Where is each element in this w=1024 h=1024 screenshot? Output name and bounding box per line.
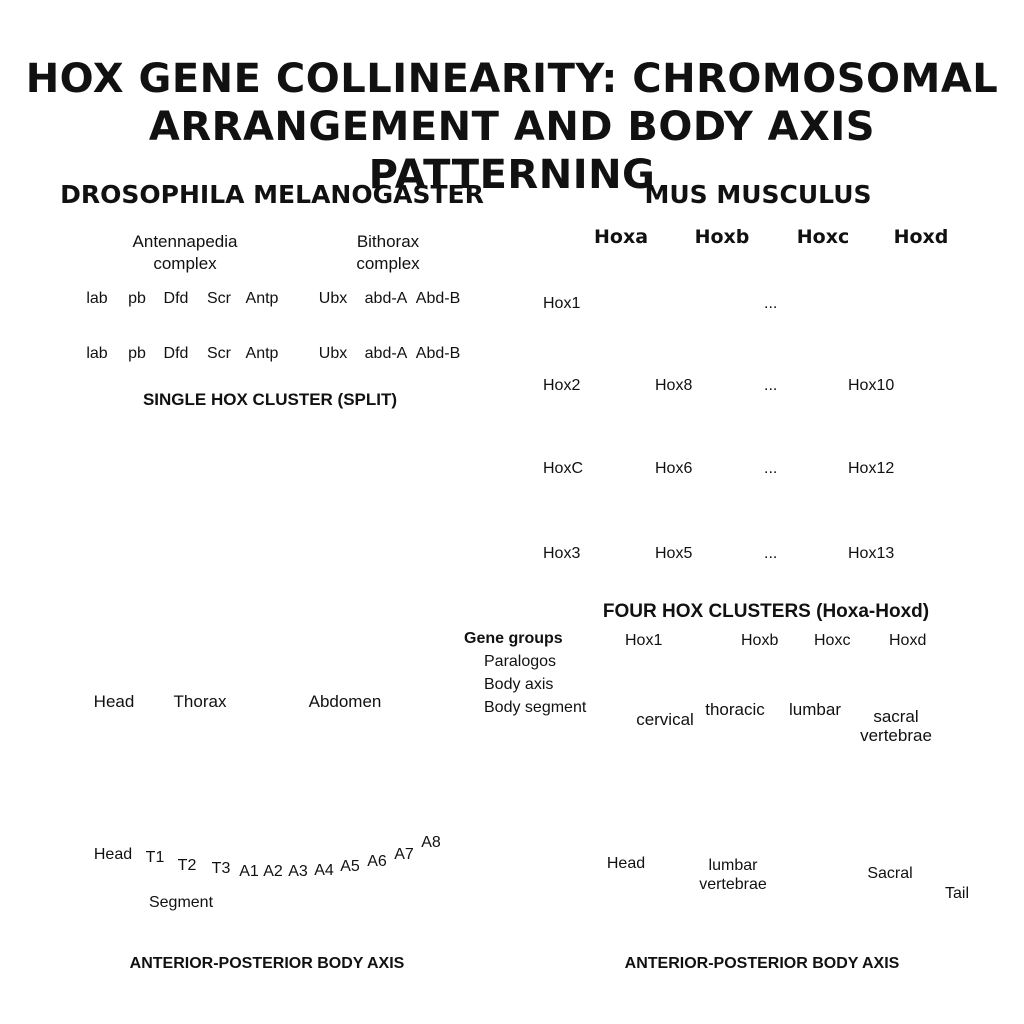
row2-label-d: Hox10 bbox=[848, 377, 895, 394]
gene-label-dfd-bottom: Dfd bbox=[163, 345, 189, 362]
gene-label-ubx-top: Ubx bbox=[318, 290, 348, 307]
gene-label-pb-top: pb bbox=[128, 290, 146, 307]
row1-label: Hox1 bbox=[543, 295, 581, 312]
key-hoxd-label: Hoxd bbox=[889, 632, 927, 649]
segment-t2: T2 bbox=[177, 857, 197, 874]
gene-label-abda-bottom: abd-A bbox=[364, 345, 408, 362]
mouse-region-sacral: sacral bbox=[873, 707, 919, 726]
four-clusters-caption: FOUR HOX CLUSTERS (Hoxa-Hoxd) bbox=[602, 601, 930, 622]
gene-label-lab-bottom: lab bbox=[86, 345, 108, 362]
mouse-label-vertebrae: vertebrae bbox=[699, 876, 767, 893]
row4-label: Hox3 bbox=[543, 545, 581, 562]
segment-a8: A8 bbox=[421, 834, 441, 851]
row4-label-d: Hox13 bbox=[848, 545, 895, 562]
key-hox1-label: Hox1 bbox=[625, 632, 663, 649]
gene-label-ubx-bottom: Ubx bbox=[318, 345, 348, 362]
segment-a5: A5 bbox=[340, 858, 360, 875]
gene-label-abda-top: abd-A bbox=[364, 290, 408, 307]
mouse-label-head: Head bbox=[606, 855, 646, 872]
gene-label-abdb-bottom: Abd-B bbox=[415, 345, 461, 362]
mouse-region-vertebrae: vertebrae bbox=[860, 726, 932, 745]
gene-label-antp-top: Antp bbox=[245, 290, 279, 307]
segment-a3: A3 bbox=[288, 863, 308, 880]
gene-box-antp bbox=[245, 310, 279, 340]
segment-a1: A1 bbox=[239, 863, 259, 880]
mouse-region-thoracic: thoracic bbox=[705, 700, 765, 719]
row3-label-d: Hox12 bbox=[848, 460, 895, 477]
row4-ellipsis: ... bbox=[764, 545, 778, 562]
mouse-label-tail: Tail bbox=[944, 885, 970, 902]
cluster-hoxd-label: Hoxd bbox=[893, 226, 949, 248]
larva-illustration bbox=[45, 747, 463, 855]
region-abdomen: Abdomen bbox=[308, 692, 382, 711]
region-head: Head bbox=[93, 692, 135, 711]
gene-label-pb-bottom: pb bbox=[128, 345, 146, 362]
gene-box-scr bbox=[202, 310, 236, 340]
antennapedia-label-2: complex bbox=[153, 254, 217, 273]
gene-box-ubx bbox=[317, 310, 351, 340]
cluster-hoxb-label: Hoxb bbox=[694, 226, 750, 248]
gene-label-scr-bottom: Scr bbox=[207, 345, 231, 362]
legend-item-body-axis: Body axis bbox=[484, 676, 554, 693]
mouse-gene-boxes bbox=[597, 291, 945, 569]
segment-t1: T1 bbox=[145, 849, 165, 866]
segment-a7: A7 bbox=[394, 846, 414, 863]
gene-box-lab bbox=[82, 310, 112, 340]
row3-label-b: Hox6 bbox=[655, 460, 693, 477]
bithorax-label-2: complex bbox=[356, 254, 420, 273]
gene-label-dfd-top: Dfd bbox=[163, 290, 189, 307]
mouse-region-cervical: cervical bbox=[636, 710, 694, 729]
gene-label-lab-top: lab bbox=[86, 290, 108, 307]
row2-ellipsis: ... bbox=[764, 377, 778, 394]
row2-label: Hox2 bbox=[543, 377, 581, 394]
gene-box-abda bbox=[369, 310, 405, 340]
row1-ellipsis: ... bbox=[764, 295, 778, 312]
segment-a2: A2 bbox=[263, 863, 283, 880]
segment-bracket-label: Segment bbox=[148, 894, 214, 911]
cluster-hoxa-label: Hoxa bbox=[593, 226, 649, 248]
key-hoxc-label: Hoxc bbox=[814, 632, 851, 649]
mouse-axis-label: ANTERIOR-POSTERIOR BODY AXIS bbox=[624, 955, 900, 972]
row3-label: HoxC bbox=[543, 460, 584, 477]
drosophila-chromosome bbox=[59, 277, 481, 340]
bithorax-label-1: Bithorax bbox=[356, 232, 420, 251]
gene-box-pb bbox=[123, 310, 151, 340]
row2-label-b: Hox8 bbox=[655, 377, 693, 394]
mouse-label-lumbar: lumbar bbox=[708, 857, 758, 874]
gene-box-abdb bbox=[421, 310, 455, 340]
gene-label-abdb-top: Abd-B bbox=[415, 290, 461, 307]
page-title-line2: ARRANGEMENT AND BODY AXIS PATTERNING bbox=[148, 104, 876, 198]
antennapedia-label-1: Antennapedia bbox=[132, 232, 238, 251]
row4-label-b: Hox5 bbox=[655, 545, 693, 562]
region-thorax: Thorax bbox=[173, 692, 227, 711]
key-hoxb-label: Hoxb bbox=[741, 632, 779, 649]
gene-box-dfd bbox=[160, 310, 193, 340]
legend-item-paralogos: Paralogos bbox=[484, 653, 557, 670]
row3-ellipsis: ... bbox=[764, 460, 778, 477]
mouse-label-sacral: Sacral bbox=[867, 865, 913, 882]
page-title-line1: HOX GENE COLLINEARITY: CHROMOSOMAL bbox=[25, 56, 999, 102]
segment-a6: A6 bbox=[367, 853, 387, 870]
mouse-illustration bbox=[568, 726, 922, 940]
drosophila-header: DROSOPHILA MELANOGASTER bbox=[60, 180, 484, 209]
segment-head: Head bbox=[93, 846, 133, 863]
single-cluster-caption: SINGLE HOX CLUSTER (SPLIT) bbox=[142, 390, 398, 409]
mouse-region-lumbar: lumbar bbox=[789, 700, 841, 719]
segment-t3: T3 bbox=[211, 860, 231, 877]
mouse-header: MUS MUSCULUS bbox=[644, 180, 872, 209]
drosophila-axis-label: ANTERIOR-POSTERIOR BODY AXIS bbox=[129, 955, 405, 972]
legend-title: Gene groups bbox=[464, 630, 563, 647]
legend-item-body-segment: Body segment bbox=[484, 699, 587, 716]
segment-a4: A4 bbox=[314, 862, 334, 879]
gene-label-antp-bottom: Antp bbox=[245, 345, 279, 362]
cluster-hoxc-label: Hoxc bbox=[796, 226, 850, 248]
gene-label-scr-top: Scr bbox=[207, 290, 231, 307]
